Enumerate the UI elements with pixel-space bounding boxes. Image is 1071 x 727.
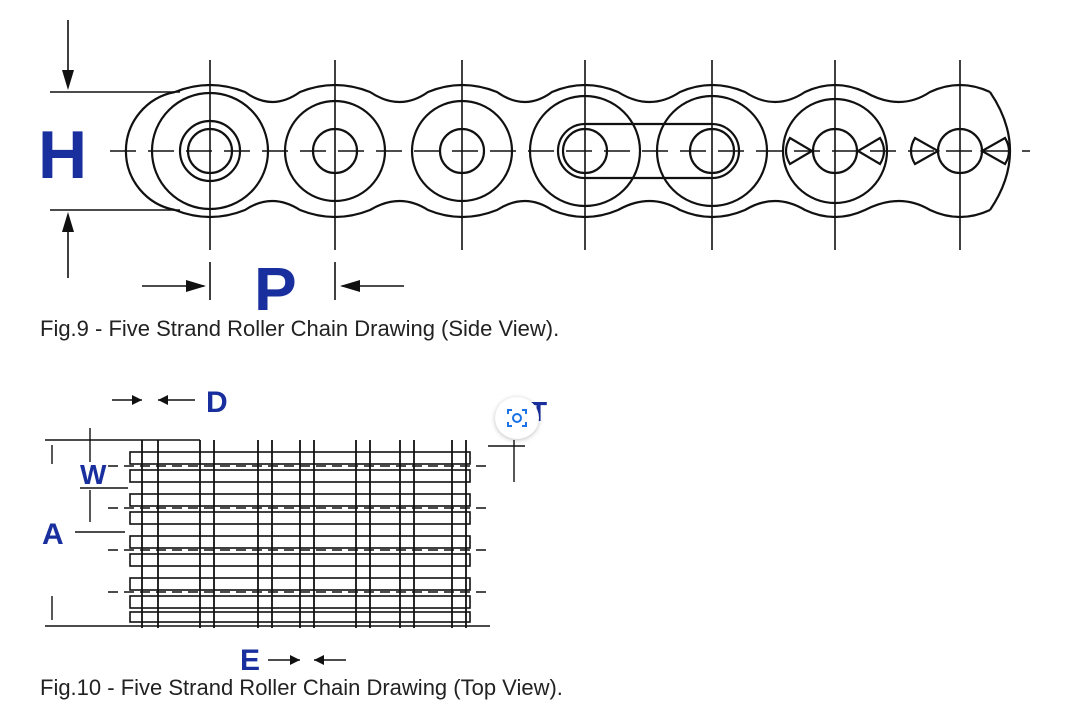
height-dimension (50, 20, 180, 278)
label-e: E (240, 644, 260, 670)
top-centre-lines (108, 465, 490, 593)
label-w: W (80, 459, 107, 490)
top-view-drawing: D T W A E (42, 386, 547, 670)
label-p: P (254, 254, 297, 310)
visual-search-icon (507, 409, 527, 427)
pins (141, 440, 467, 628)
label-h: H (38, 117, 87, 193)
label-a: A (42, 518, 64, 551)
top-dimension-lines (45, 395, 525, 665)
center-lines (110, 60, 1030, 300)
figure-10-caption: Fig.10 - Five Strand Roller Chain Drawin… (40, 675, 563, 700)
visual-search-button[interactable] (495, 397, 539, 439)
figure-9-caption: Fig.9 - Five Strand Roller Chain Drawing… (40, 316, 560, 341)
label-d: D (206, 386, 228, 419)
pitch-dimension (142, 280, 404, 292)
side-view-drawing: H P (38, 20, 1030, 310)
